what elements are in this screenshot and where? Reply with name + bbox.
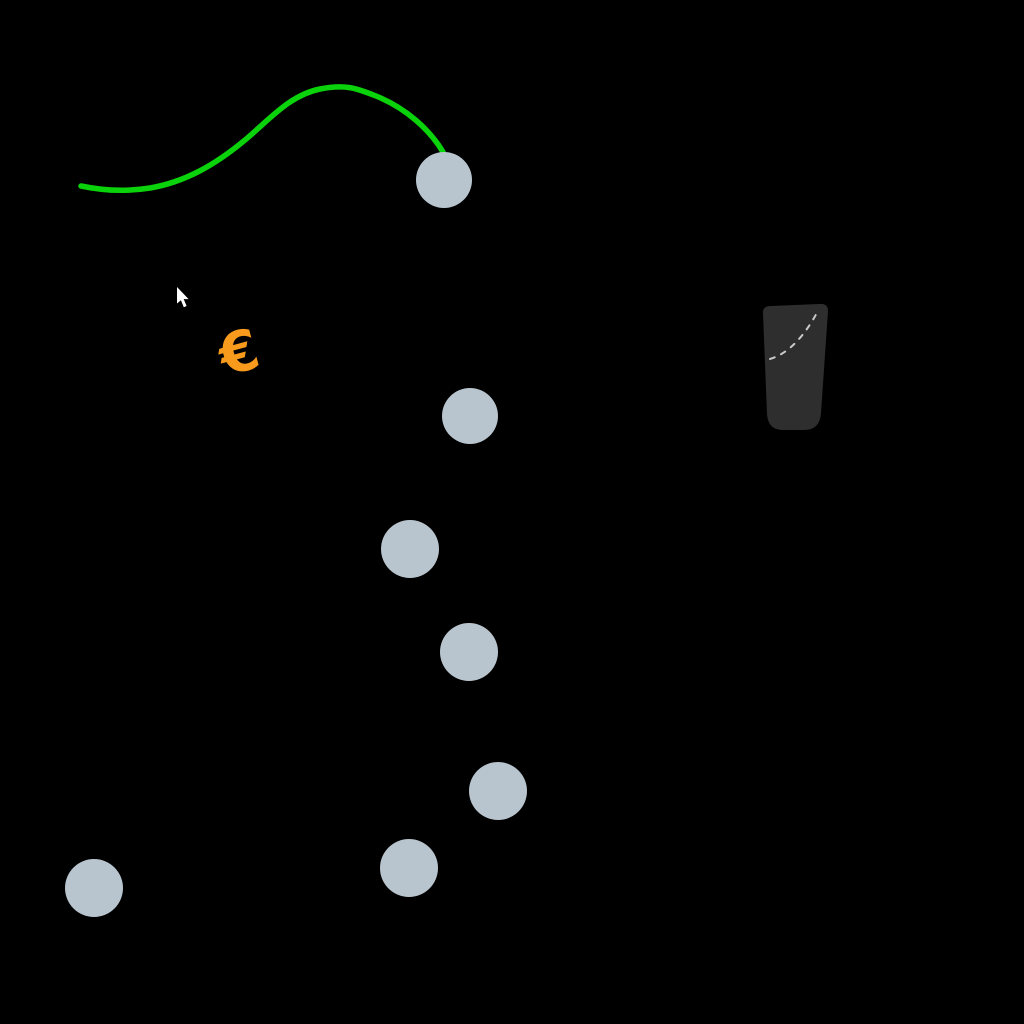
ball xyxy=(440,623,498,681)
cup-fill-dashed-line xyxy=(769,308,820,360)
ball xyxy=(380,839,438,897)
ball xyxy=(416,152,472,208)
cup-body xyxy=(762,303,828,430)
ball xyxy=(442,388,498,444)
balls-group xyxy=(65,152,527,917)
euro-symbol: € xyxy=(210,317,266,390)
ball xyxy=(469,762,527,820)
cup xyxy=(762,303,828,430)
ball xyxy=(381,520,439,578)
ball xyxy=(65,859,123,917)
mouse-cursor-icon xyxy=(177,287,189,308)
drawn-rope-line xyxy=(78,84,446,193)
